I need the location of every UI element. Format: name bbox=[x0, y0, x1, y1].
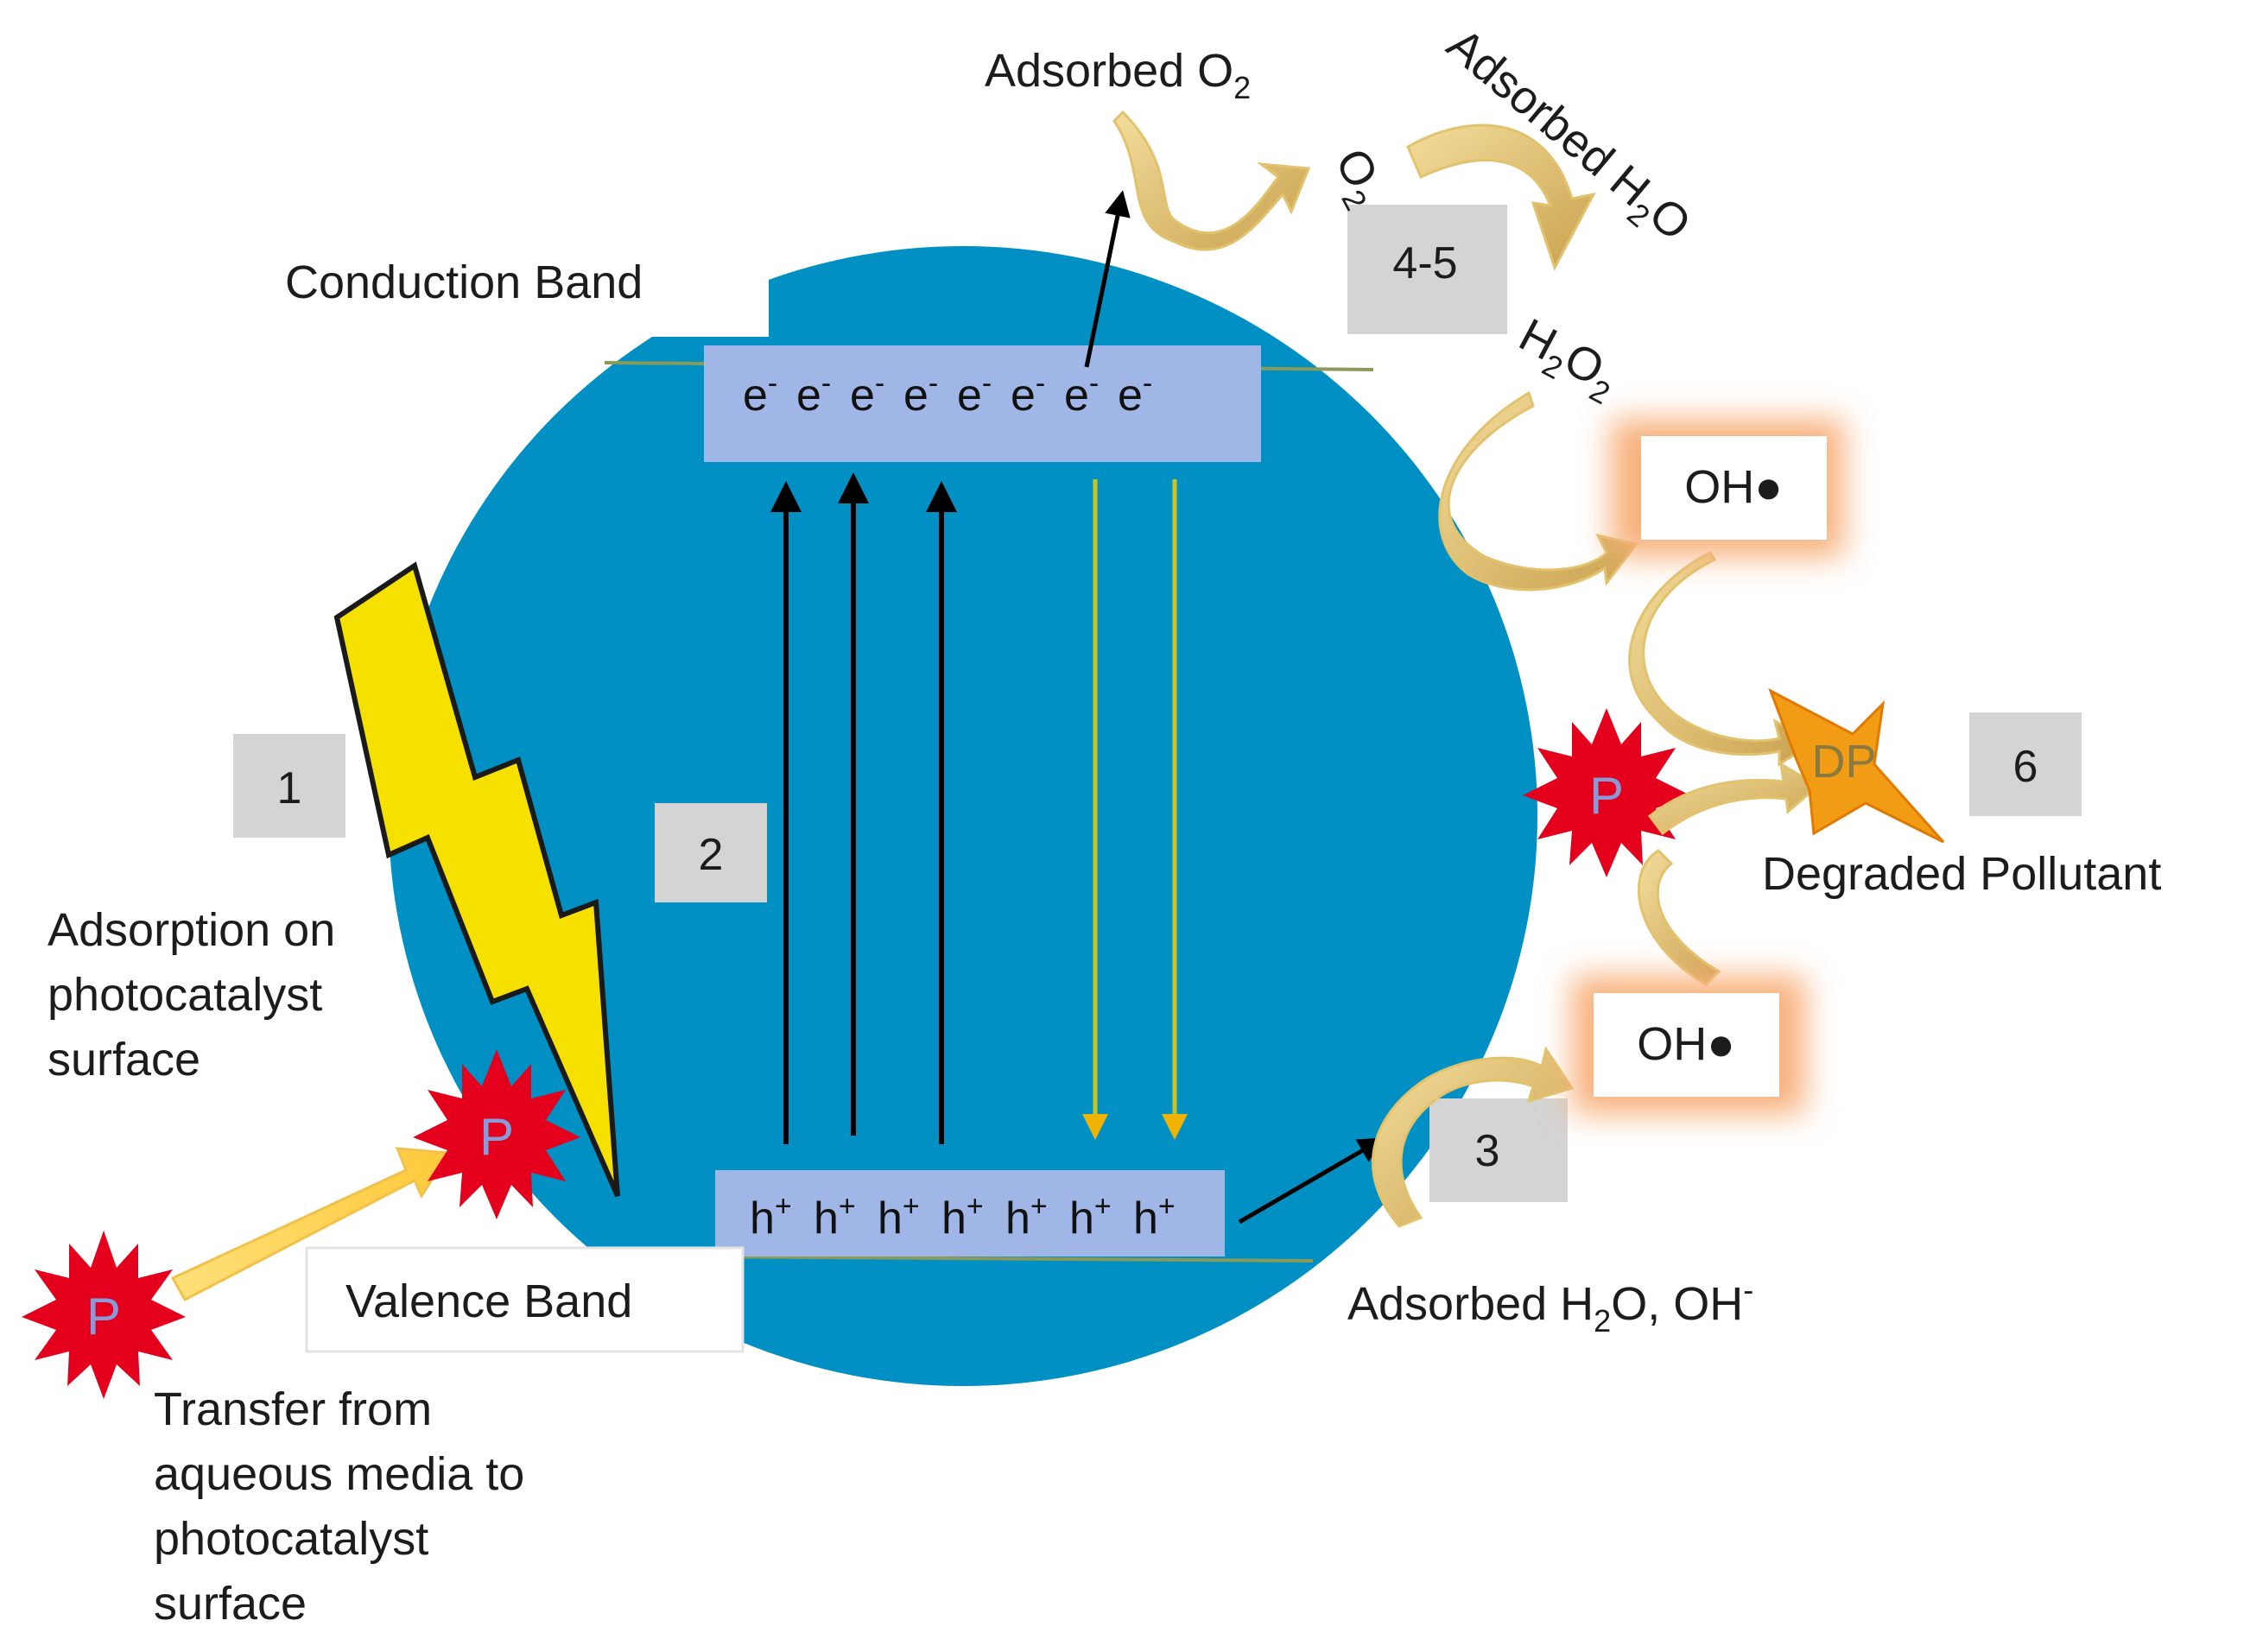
pollutant-star-solution: P bbox=[22, 1231, 186, 1399]
electron-1: e- bbox=[743, 367, 777, 421]
electron-row: e-e-e-e-e-e-e-e- bbox=[743, 367, 1152, 421]
hole-4: h+ bbox=[941, 1190, 984, 1244]
adsorption-label-line3: surface bbox=[48, 1034, 200, 1086]
transfer-label-line4: surface bbox=[154, 1578, 307, 1630]
curved-arrow-p-to-dp bbox=[1647, 762, 1821, 836]
photocatalyst-particle bbox=[389, 246, 1537, 1386]
electron-transfer-arrow bbox=[1084, 190, 1131, 368]
conduction-band-label: Conduction Band bbox=[285, 256, 643, 308]
step-6-box bbox=[1969, 712, 2082, 816]
step-1-label: 1 bbox=[277, 763, 302, 813]
electron-4: e- bbox=[903, 367, 938, 421]
degraded-pollutant-star: DP bbox=[1768, 687, 1945, 844]
electron-5: e- bbox=[957, 367, 992, 421]
step-2-box bbox=[655, 803, 767, 902]
oh-radical-box-top bbox=[1641, 436, 1827, 540]
step-1-box bbox=[233, 734, 345, 838]
adsorbed-h2o-oh-label: Adsorbed H2O, OH- bbox=[1347, 1272, 1753, 1339]
step-6-label: 6 bbox=[2013, 742, 2038, 792]
transfer-label-line1: Transfer from bbox=[154, 1383, 432, 1435]
valence-band bbox=[715, 1170, 1225, 1256]
hole-2: h+ bbox=[814, 1190, 856, 1244]
conduction-band bbox=[704, 345, 1261, 462]
step-4-5-label: 4-5 bbox=[1392, 238, 1457, 288]
step-3-label: 3 bbox=[1475, 1126, 1500, 1176]
degraded-pollutant-label: Degraded Pollutant bbox=[1762, 848, 2161, 900]
adsorbed-o2-label: Adsorbed O2 bbox=[985, 45, 1251, 105]
hole-6: h+ bbox=[1069, 1190, 1112, 1244]
transfer-label-line3: photocatalyst bbox=[154, 1513, 428, 1565]
transfer-label-line2: aqueous media to bbox=[154, 1448, 524, 1500]
hole-1: h+ bbox=[750, 1190, 792, 1244]
valence-band-label: Valence Band bbox=[345, 1275, 632, 1327]
step-3-box bbox=[1429, 1098, 1568, 1202]
light-bolt-icon bbox=[333, 561, 620, 1198]
pollutant-label-right: P bbox=[1589, 767, 1624, 825]
pollutant-label-surface: P bbox=[479, 1108, 514, 1166]
curved-arrow-water-oh bbox=[1372, 1046, 1575, 1228]
hole-7: h+ bbox=[1133, 1190, 1176, 1244]
valence-band-line bbox=[690, 1255, 1314, 1263]
degraded-pollutant-symbol: DP bbox=[1811, 736, 1876, 788]
hole-3: h+ bbox=[878, 1190, 920, 1244]
conduction-band-label-box bbox=[263, 220, 769, 337]
hole-transfer-arrow bbox=[1238, 1137, 1385, 1225]
curved-arrow-h2o2-oh bbox=[1438, 390, 1639, 592]
pollutant-star-surface: P bbox=[413, 1049, 580, 1219]
pollutant-star-right: P bbox=[1523, 708, 1690, 877]
pollutant-label-solution: P bbox=[86, 1288, 121, 1345]
valence-band-label-box bbox=[305, 1246, 745, 1353]
electron-7: e- bbox=[1064, 367, 1099, 421]
electron-8: e- bbox=[1118, 367, 1152, 421]
oh-radical-label-top: OH● bbox=[1684, 461, 1783, 513]
electron-6: e- bbox=[1011, 367, 1045, 421]
adsorption-label-line2: photocatalyst bbox=[48, 969, 322, 1021]
curved-arrow-oh-to-dp-bottom bbox=[1637, 849, 1721, 986]
curved-arrow-o2-adsorb bbox=[1112, 110, 1311, 251]
o2-label: O2 bbox=[1318, 140, 1397, 216]
adsorption-label-line1: Adsorption on bbox=[48, 904, 335, 956]
oh-radical-box-bottom bbox=[1594, 993, 1779, 1097]
oh-radical-label-bottom: OH● bbox=[1637, 1018, 1735, 1070]
step-2-label: 2 bbox=[699, 830, 724, 880]
electron-3: e- bbox=[850, 367, 884, 421]
step-4-5-box bbox=[1347, 205, 1507, 334]
hole-row: h+ h+ h+ h+ h+ h+ h+ bbox=[750, 1190, 1176, 1244]
electron-2: e- bbox=[796, 367, 831, 421]
hole-5: h+ bbox=[1005, 1190, 1048, 1244]
curved-arrow-h2o bbox=[1406, 123, 1596, 271]
